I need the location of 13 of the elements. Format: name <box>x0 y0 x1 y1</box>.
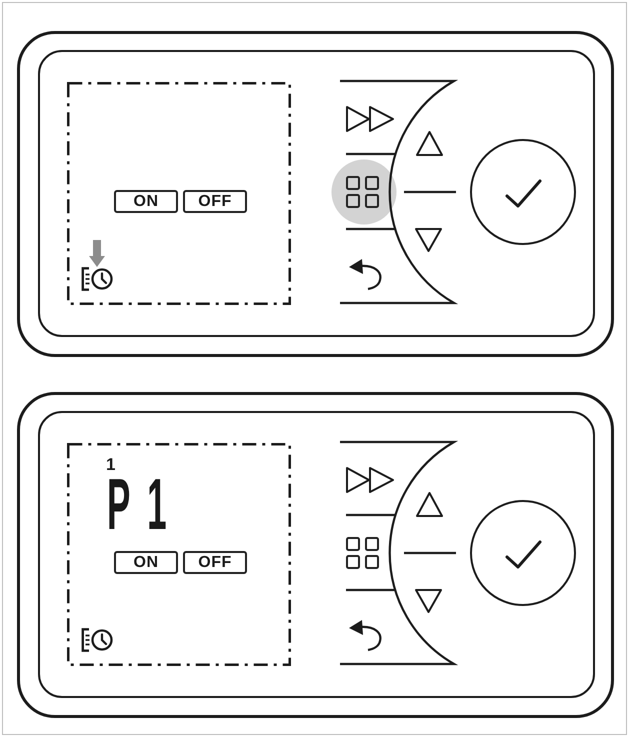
off-indicator: OFF <box>183 190 247 213</box>
off-indicator: OFF <box>183 551 247 574</box>
lcd-display <box>67 82 291 305</box>
list-clock-icon <box>81 628 113 652</box>
pointer-arrow <box>89 240 105 267</box>
on-indicator: ON <box>114 551 178 574</box>
on-indicator: ON <box>114 190 178 213</box>
list-clock-icon <box>81 267 113 291</box>
device-panel <box>17 31 614 357</box>
segment-readout: P1 <box>107 477 184 532</box>
device-panel <box>17 392 614 718</box>
program-number: 1 <box>106 456 116 473</box>
lcd-display <box>67 443 291 666</box>
